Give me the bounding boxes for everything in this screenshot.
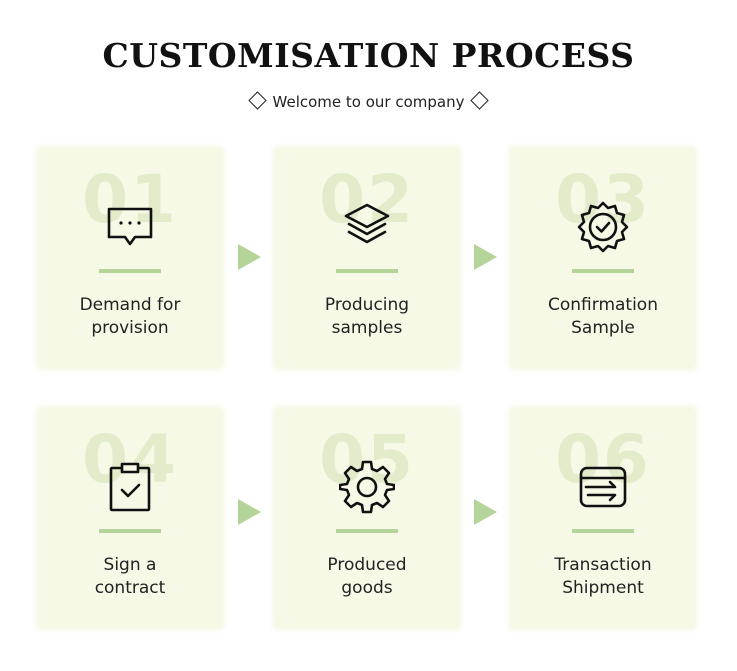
chat-bubble-icon bbox=[102, 199, 158, 255]
arrow-right-icon bbox=[238, 244, 261, 270]
page-title: CUSTOMISATION PROCESS bbox=[102, 36, 635, 75]
step-label-line1: Producing bbox=[324, 295, 410, 315]
step-label-line1: Transaction bbox=[554, 555, 652, 575]
step-card-5: 05 Produced goods bbox=[276, 409, 458, 627]
step-number: 04 bbox=[82, 421, 178, 498]
arrow-right-icon bbox=[238, 499, 261, 525]
step-label: Transaction Shipment bbox=[512, 554, 694, 600]
subtitle-text: Welcome to our company bbox=[272, 93, 465, 111]
step-card-4: 04 Sign a contract bbox=[39, 409, 221, 627]
step-card-2: 02 Producing samples bbox=[276, 149, 458, 367]
step-card-1: 01 Demand for provision bbox=[39, 149, 221, 367]
step-card-6: 06 Transaction Shipment bbox=[512, 409, 694, 627]
diamond-right-icon bbox=[470, 91, 490, 110]
accent-bar bbox=[572, 269, 634, 273]
step-card-3: 03 Confirmation Sample bbox=[512, 149, 694, 367]
step-label: Demand for provision bbox=[39, 294, 221, 340]
step-label: Producing samples bbox=[276, 294, 458, 340]
accent-bar bbox=[336, 529, 398, 533]
accent-bar bbox=[99, 269, 161, 273]
subtitle: Welcome to our company bbox=[0, 90, 737, 114]
diamond-left-icon bbox=[247, 91, 267, 110]
step-label: Confirmation Sample bbox=[512, 294, 694, 340]
step-number: 02 bbox=[319, 161, 415, 238]
step-label-line1: Produced bbox=[327, 555, 407, 575]
step-label-line2: provision bbox=[91, 318, 169, 338]
accent-bar bbox=[99, 529, 161, 533]
gear-icon bbox=[339, 459, 395, 515]
verified-badge-icon bbox=[575, 199, 631, 255]
step-label-line2: Sample bbox=[571, 318, 635, 338]
step-label-line2: Shipment bbox=[562, 578, 644, 598]
arrow-right-icon bbox=[474, 499, 497, 525]
step-number: 06 bbox=[555, 421, 651, 498]
shipment-box-icon bbox=[575, 459, 631, 515]
step-label: Sign a contract bbox=[39, 554, 221, 600]
accent-bar bbox=[572, 529, 634, 533]
step-label-line2: contract bbox=[94, 578, 166, 598]
step-label-line1: Sign a bbox=[103, 555, 157, 575]
step-label-line2: samples bbox=[331, 318, 403, 338]
step-label: Produced goods bbox=[276, 554, 458, 600]
step-label-line1: Confirmation bbox=[548, 295, 658, 315]
layers-stack-icon bbox=[339, 199, 395, 255]
clipboard-check-icon bbox=[102, 459, 158, 515]
step-label-line1: Demand for bbox=[79, 295, 181, 315]
step-number: 03 bbox=[555, 161, 651, 238]
step-label-line2: goods bbox=[341, 578, 393, 598]
arrow-right-icon bbox=[474, 244, 497, 270]
accent-bar bbox=[336, 269, 398, 273]
step-number: 05 bbox=[319, 421, 415, 498]
